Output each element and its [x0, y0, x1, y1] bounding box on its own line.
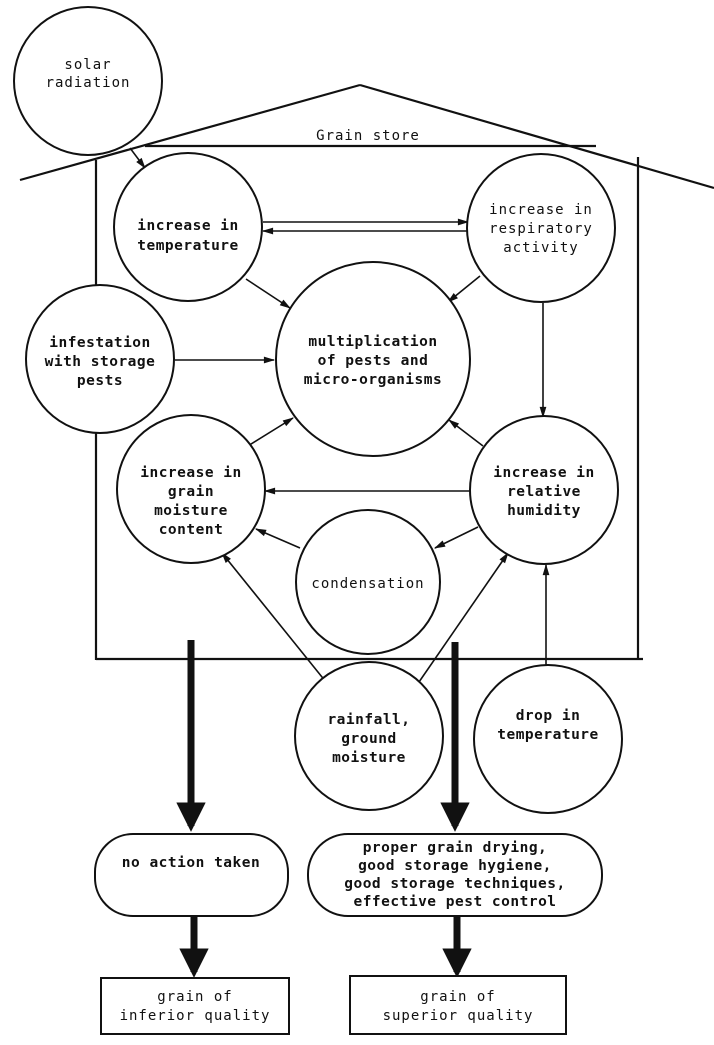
edge-cond-to-moist — [254, 528, 301, 549]
edge-humid-to-cond — [433, 526, 479, 549]
roof-left — [19, 83, 361, 182]
edge-humid-to-mult — [448, 419, 484, 447]
edges — [129, 147, 550, 978]
edge-solar-to-temp — [129, 147, 146, 169]
grain-store-house: Grain store — [19, 83, 714, 661]
node-condensation: condensation — [295, 509, 441, 655]
roof-right — [359, 83, 714, 190]
edge-moist-to-mult — [242, 417, 294, 450]
grain-store-label: Grain store — [316, 128, 420, 144]
node-no-action-taken: no action taken — [94, 833, 289, 917]
edge-resp-to-mult — [447, 275, 481, 303]
svg-text:condensation: condensation — [311, 576, 424, 592]
edge-rain-to-humid — [418, 552, 509, 683]
edge-temp-to-mult — [245, 278, 291, 309]
svg-text:no action taken: no action taken — [122, 855, 260, 871]
edge-rain-to-moist — [221, 552, 327, 683]
node-proper-grain-drying: proper grain drying,good storage hygiene… — [307, 833, 603, 917]
svg-text:proper grain drying,good stora: proper grain drying,good storage hygiene… — [344, 840, 566, 910]
